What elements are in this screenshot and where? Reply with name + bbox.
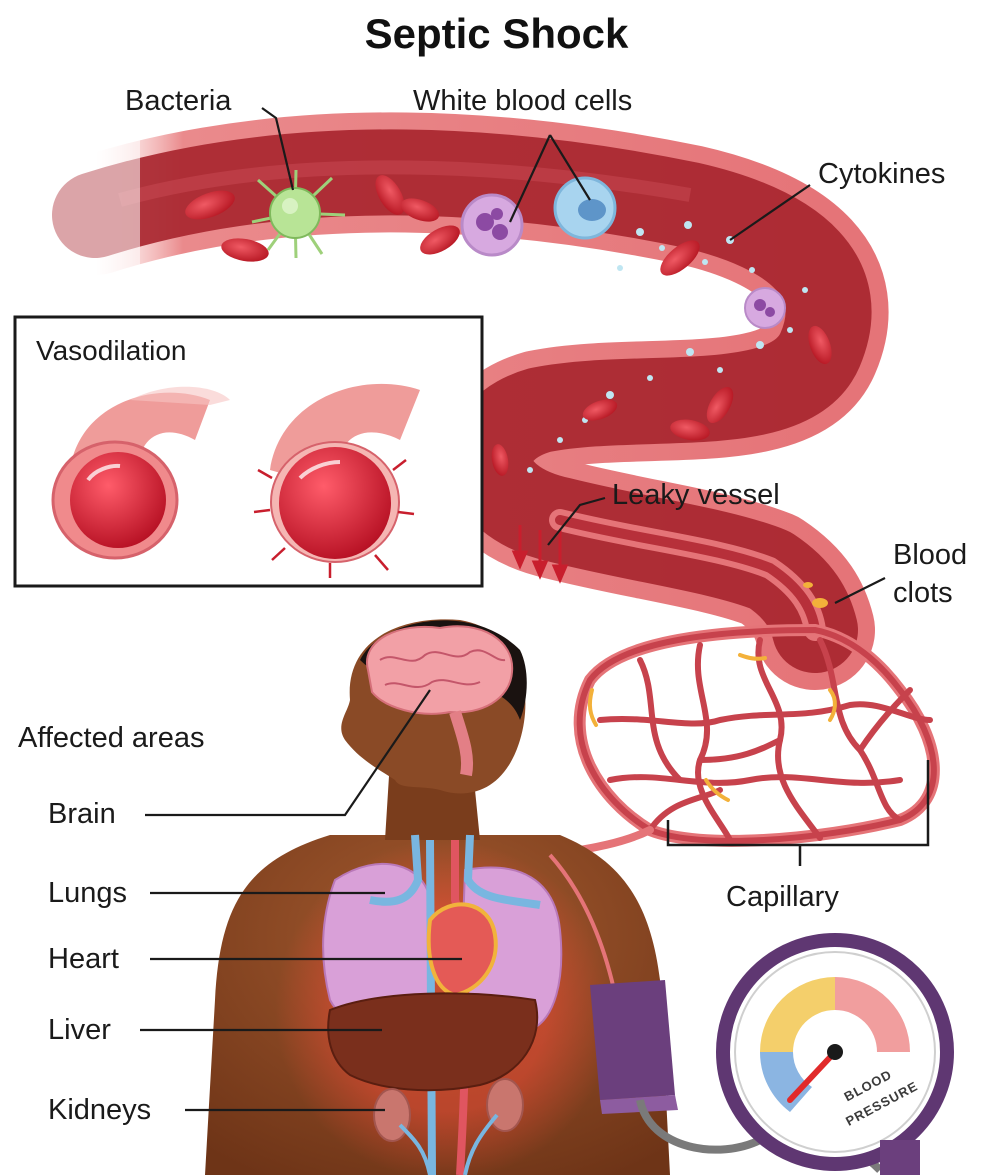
label-capillary: Capillary bbox=[726, 883, 839, 912]
blood-pressure-gauge bbox=[723, 940, 947, 1175]
inset-title-vasodilation: Vasodilation bbox=[36, 335, 186, 367]
white-blood-cell-blue bbox=[555, 178, 615, 238]
label-white-blood-cells: White blood cells bbox=[413, 87, 632, 116]
white-blood-cell-purple bbox=[462, 195, 522, 255]
affected-areas-heading: Affected areas bbox=[18, 724, 204, 753]
organ-label-brain: Brain bbox=[48, 800, 116, 829]
organ-label-lungs: Lungs bbox=[48, 879, 127, 908]
capillary-network bbox=[550, 630, 934, 855]
label-leaky-vessel: Leaky vessel bbox=[612, 481, 780, 510]
organ-label-heart: Heart bbox=[48, 945, 119, 974]
organ-label-kidneys: Kidneys bbox=[48, 1096, 151, 1125]
organ-label-liver: Liver bbox=[48, 1016, 111, 1045]
label-bacteria: Bacteria bbox=[125, 87, 231, 116]
label-blood-clots-line2: clots bbox=[893, 579, 953, 608]
label-cytokines: Cytokines bbox=[818, 160, 945, 189]
white-blood-cell-purple-2 bbox=[745, 288, 785, 328]
label-blood-clots-line1: Blood bbox=[893, 541, 967, 570]
